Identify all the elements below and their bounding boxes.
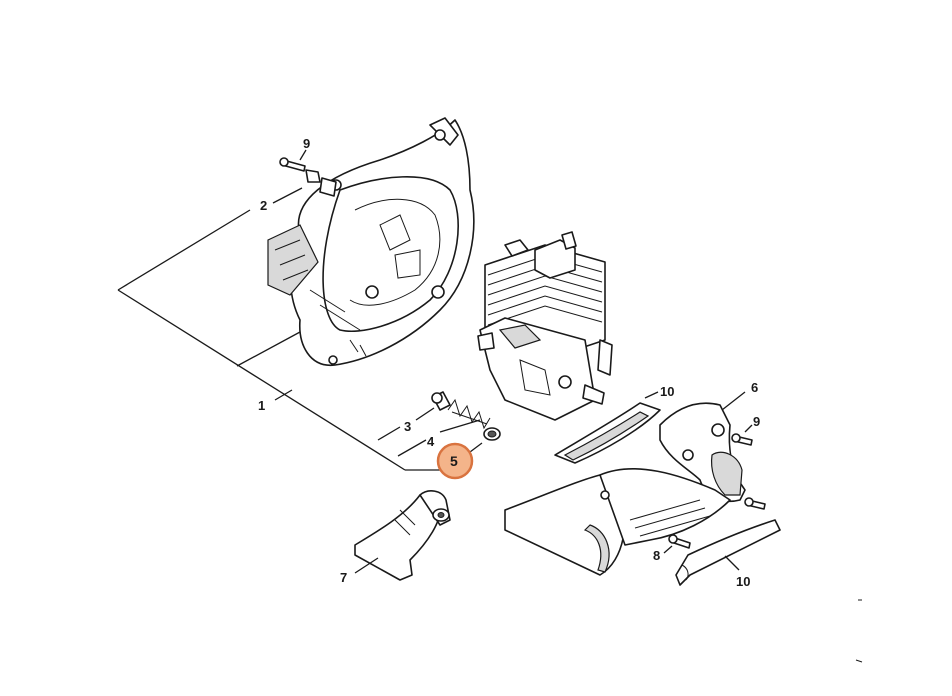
screw-part-8[interactable]	[668, 534, 691, 549]
shroud-housing-part[interactable]	[504, 468, 731, 576]
screw-part-9-top[interactable]	[279, 157, 306, 172]
callout-2: 2	[260, 198, 267, 213]
callout-5-highlight[interactable]: 5	[436, 442, 474, 480]
screw-part-9-right-a[interactable]	[731, 433, 753, 446]
callout-6: 6	[751, 380, 758, 395]
spring-part-4[interactable]	[447, 398, 491, 430]
callout-5: 5	[450, 453, 458, 469]
callout-7: 7	[340, 570, 347, 585]
callout-4: 4	[427, 434, 435, 449]
page-marks	[855, 599, 863, 663]
callout-9-right: 9	[753, 414, 760, 429]
callout-1: 1	[258, 398, 265, 413]
plug-part-5[interactable]	[483, 427, 501, 441]
handle-part-6[interactable]	[659, 402, 746, 502]
leader-lines	[117, 149, 753, 574]
engine-assembly[interactable]	[477, 231, 613, 421]
strip-part-10-right[interactable]	[675, 519, 781, 586]
stud-part-2[interactable]	[305, 169, 337, 197]
callout-labels: 1 2 3 4 5 6 7 8 9 9 10 10	[258, 136, 760, 589]
callout-3: 3	[404, 419, 411, 434]
buffer-part-3[interactable]	[431, 391, 451, 411]
screw-part-9-right-b[interactable]	[744, 497, 766, 510]
callout-8: 8	[653, 548, 660, 563]
fan-housing-part[interactable]	[267, 117, 475, 366]
callout-9-top: 9	[303, 136, 310, 151]
callout-10-center: 10	[660, 384, 674, 399]
callout-10-right: 10	[736, 574, 750, 589]
bracket-part-7[interactable]	[354, 490, 451, 581]
grip-insert-part-10-center[interactable]	[554, 402, 661, 464]
